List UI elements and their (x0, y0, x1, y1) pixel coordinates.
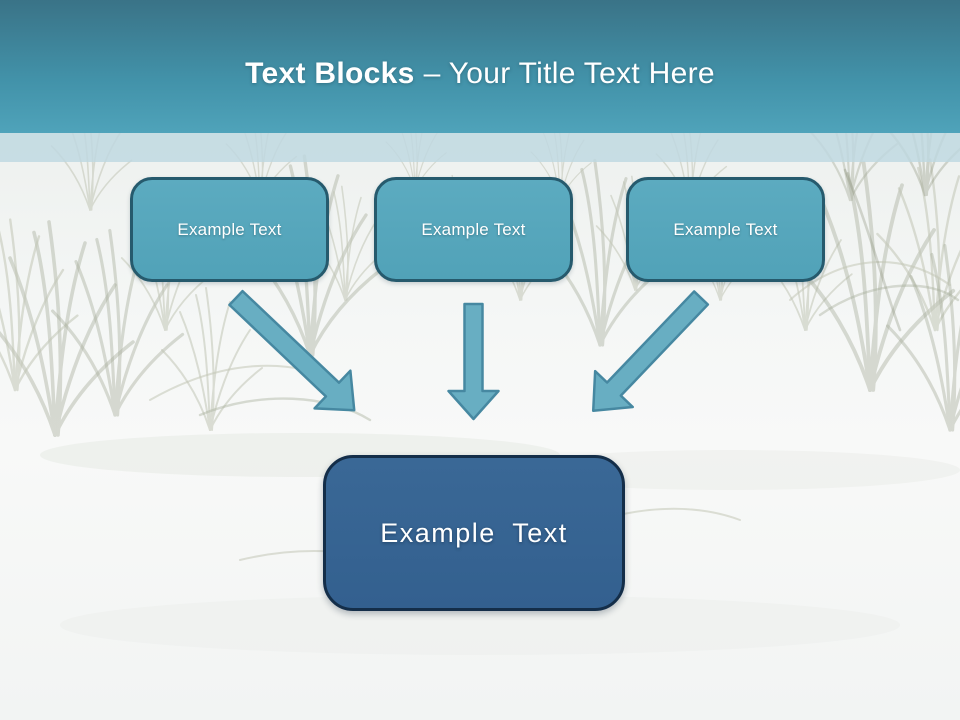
text-block-2[interactable]: Example Text (374, 177, 573, 282)
text-block-2-label: Example Text (421, 219, 526, 239)
slide-title-bold-text: Text Blocks (245, 57, 415, 90)
bottom-text-block-label: Example Text (380, 517, 568, 548)
arrow-down-right[interactable] (218, 279, 372, 429)
text-block-3-label: Example Text (673, 219, 778, 239)
text-block-1-label: Example Text (177, 219, 282, 239)
slide-title[interactable]: Text Blocks– Your Title Text Here (0, 56, 960, 92)
arrow-down[interactable] (447, 302, 500, 421)
text-block-1[interactable]: Example Text (130, 177, 329, 282)
slide-title-regular-text: – Your Title Text Here (423, 57, 715, 90)
arrow-down-left[interactable] (574, 280, 719, 429)
title-band (0, 0, 960, 133)
bottom-text-block[interactable]: Example Text (323, 455, 625, 611)
horizon-strip (0, 133, 960, 162)
text-block-3[interactable]: Example Text (626, 177, 825, 282)
